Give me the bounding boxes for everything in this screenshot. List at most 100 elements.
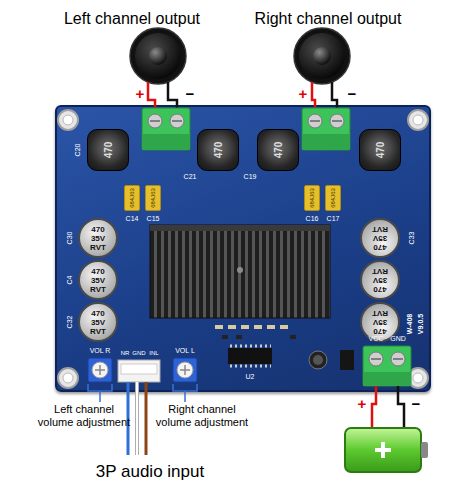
hole-center — [413, 373, 423, 383]
smd-parts — [215, 325, 296, 339]
component-value: 684J63 — [150, 188, 156, 208]
speaker-rim — [294, 28, 350, 84]
battery-cap — [421, 442, 428, 458]
power-terminal — [363, 346, 411, 386]
inductor: 470 — [197, 129, 239, 171]
terminal-base — [142, 134, 190, 150]
component-value: 684J63 — [129, 188, 135, 208]
smd-diode — [340, 350, 354, 370]
terminal-screw — [391, 352, 405, 366]
electrolytic-capacitor: 470 35V RVT — [78, 302, 118, 342]
screw-slot — [150, 120, 160, 122]
pot-knob — [177, 362, 193, 378]
inductor: 470 — [359, 129, 401, 171]
wire-outline — [135, 382, 139, 455]
input-wire — [145, 382, 148, 455]
capacitor-top — [313, 355, 323, 365]
positive-wire — [312, 82, 315, 114]
pin-label: VOL R — [90, 347, 111, 355]
small-capacitor — [309, 351, 327, 369]
film-capacitor: 684J63 — [325, 185, 341, 211]
component-value: 470 — [213, 142, 224, 159]
negative-wire — [398, 386, 404, 428]
silkscreen-label: C19 — [244, 173, 257, 181]
board-model-text: W-408 — [406, 314, 413, 334]
chip-pins — [230, 365, 271, 368]
right-speaker — [294, 28, 350, 84]
input-connector — [118, 360, 160, 382]
ic-chip — [228, 346, 272, 366]
screw-slot — [310, 120, 320, 122]
negative-wire — [332, 82, 337, 114]
component-value: 470 — [375, 142, 386, 159]
pin-label: INL — [149, 350, 158, 357]
heatsink-edge — [150, 225, 330, 231]
connector-slot — [121, 364, 157, 374]
board-model-text: V9.0.5 — [417, 314, 424, 334]
screw-slot — [393, 358, 403, 360]
silkscreen-label: C15 — [147, 215, 160, 223]
heatsink-hole — [237, 267, 243, 273]
component-value: 470 35V RVT — [86, 225, 110, 252]
pot-body — [173, 358, 197, 382]
smd-resistor — [267, 325, 275, 329]
silkscreen-label: C32 — [66, 316, 74, 329]
bracket — [173, 384, 197, 402]
smd-resistor — [254, 325, 262, 329]
smd-part — [222, 335, 228, 339]
mounting-hole — [408, 368, 428, 388]
pin-label: VOL L — [175, 347, 195, 355]
pot-knob — [92, 362, 108, 378]
left-potentiometer — [88, 358, 112, 382]
mounting-hole — [58, 368, 78, 388]
component-value: 684J63 — [330, 188, 336, 208]
mounting-holes — [58, 110, 428, 388]
polarity-sign: + — [358, 395, 367, 413]
silkscreen-label: U2 — [246, 373, 255, 381]
component-value: 470 35V RVT — [86, 309, 110, 336]
component-value: 470 35V RVT — [368, 267, 392, 294]
electrolytic-capacitor: 470 35V RVT — [360, 302, 400, 342]
silkscreen-label: C14 — [126, 215, 139, 223]
silkscreen-label: C17 — [327, 215, 340, 223]
battery-body — [345, 428, 421, 472]
left-speaker — [130, 28, 186, 84]
component-value: 470 35V RVT — [368, 309, 392, 336]
silkscreen-label: C20 — [74, 144, 82, 157]
speaker-cone — [299, 33, 345, 79]
film-capacitor: 684J63 — [304, 185, 320, 211]
amplifier-board: W-408 V9.0.5 470 470 470 470 684J63 684J63 684J6… — [55, 105, 431, 392]
silkscreen-label: C16 — [306, 215, 319, 223]
component-value: 684J63 — [309, 188, 315, 208]
chip-pins — [230, 345, 271, 348]
film-capacitor: 684J63 — [124, 185, 140, 211]
hole-center — [63, 115, 73, 125]
terminal-base — [302, 134, 350, 150]
positive-wire — [148, 82, 155, 114]
heatsink-fins — [150, 225, 330, 318]
speaker-dome — [313, 47, 331, 65]
inductor: 470 — [257, 129, 299, 171]
terminal-screw — [330, 114, 344, 128]
negative-wire — [168, 82, 177, 114]
terminal-screw — [308, 114, 322, 128]
component-value: 470 35V RVT — [86, 267, 110, 294]
component-value: 470 — [103, 142, 114, 159]
terminal-body — [363, 346, 411, 386]
callout-text: Right channel volume adjustment — [154, 403, 250, 429]
input-wire — [136, 382, 138, 455]
hole-center — [413, 115, 423, 125]
inductor: 470 — [87, 129, 129, 171]
silkscreen-label: C30 — [66, 232, 74, 245]
screw-slot — [371, 358, 381, 360]
component-value: 470 — [273, 142, 284, 159]
callout-text: Left channel volume adjustment — [36, 403, 132, 429]
heatsink — [150, 225, 330, 318]
pot-cross — [95, 365, 105, 375]
mounting-hole — [408, 110, 428, 130]
terminal-block — [142, 108, 190, 150]
terminal-body — [142, 108, 190, 150]
smd-resistor — [228, 325, 236, 329]
